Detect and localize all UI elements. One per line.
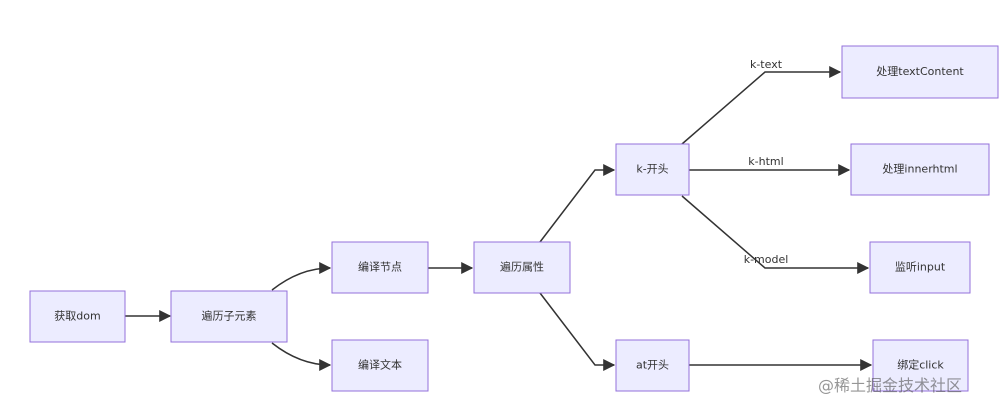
node-k-prefix: k-开头 (615, 143, 690, 196)
node-label: 绑定click (897, 358, 944, 372)
node-at-prefix: at开头 (615, 339, 690, 392)
node-label: 遍历子元素 (202, 310, 257, 323)
node-label: 处理innerhtml (882, 163, 957, 176)
node-label: 编译节点 (358, 260, 402, 274)
node-bind-click: 绑定click (872, 339, 969, 392)
edge-kprefix-input (681, 195, 870, 274)
edge-attrs-kprefix (539, 164, 616, 243)
node-compile-node: 编译节点 (331, 241, 429, 294)
edge-label-k-model: k-model (744, 253, 789, 266)
watermark: @稀土掘金技术社区 (818, 376, 963, 395)
edge-label-k-text: k-text (750, 58, 783, 71)
node-compile-text: 编译文本 (331, 339, 429, 392)
edge-attrs-atprefix (539, 292, 616, 371)
node-label: 编译文本 (358, 358, 402, 372)
edge-traverse-compiletext (271, 342, 332, 371)
node-traverse-attrs: 遍历属性 (473, 241, 571, 294)
node-listen-input: 监听input (869, 241, 971, 294)
node-label: at开头 (636, 359, 669, 372)
node-get-dom: 获取dom (29, 290, 126, 343)
node-label: 监听input (895, 261, 946, 274)
node-label: 处理textContent (876, 65, 964, 78)
node-handle-textcontent: 处理textContent (841, 45, 999, 99)
edge-kprefix-textcontent (681, 66, 842, 145)
node-handle-innerhtml: 处理innerhtml (850, 143, 990, 196)
node-label: k-开头 (636, 163, 668, 176)
edge-traverse-compilenode (271, 262, 332, 291)
node-traverse-children: 遍历子元素 (170, 290, 288, 343)
node-label: 获取dom (54, 310, 100, 323)
edge-label-k-html: k-html (748, 155, 783, 168)
node-label: 遍历属性 (500, 260, 544, 274)
